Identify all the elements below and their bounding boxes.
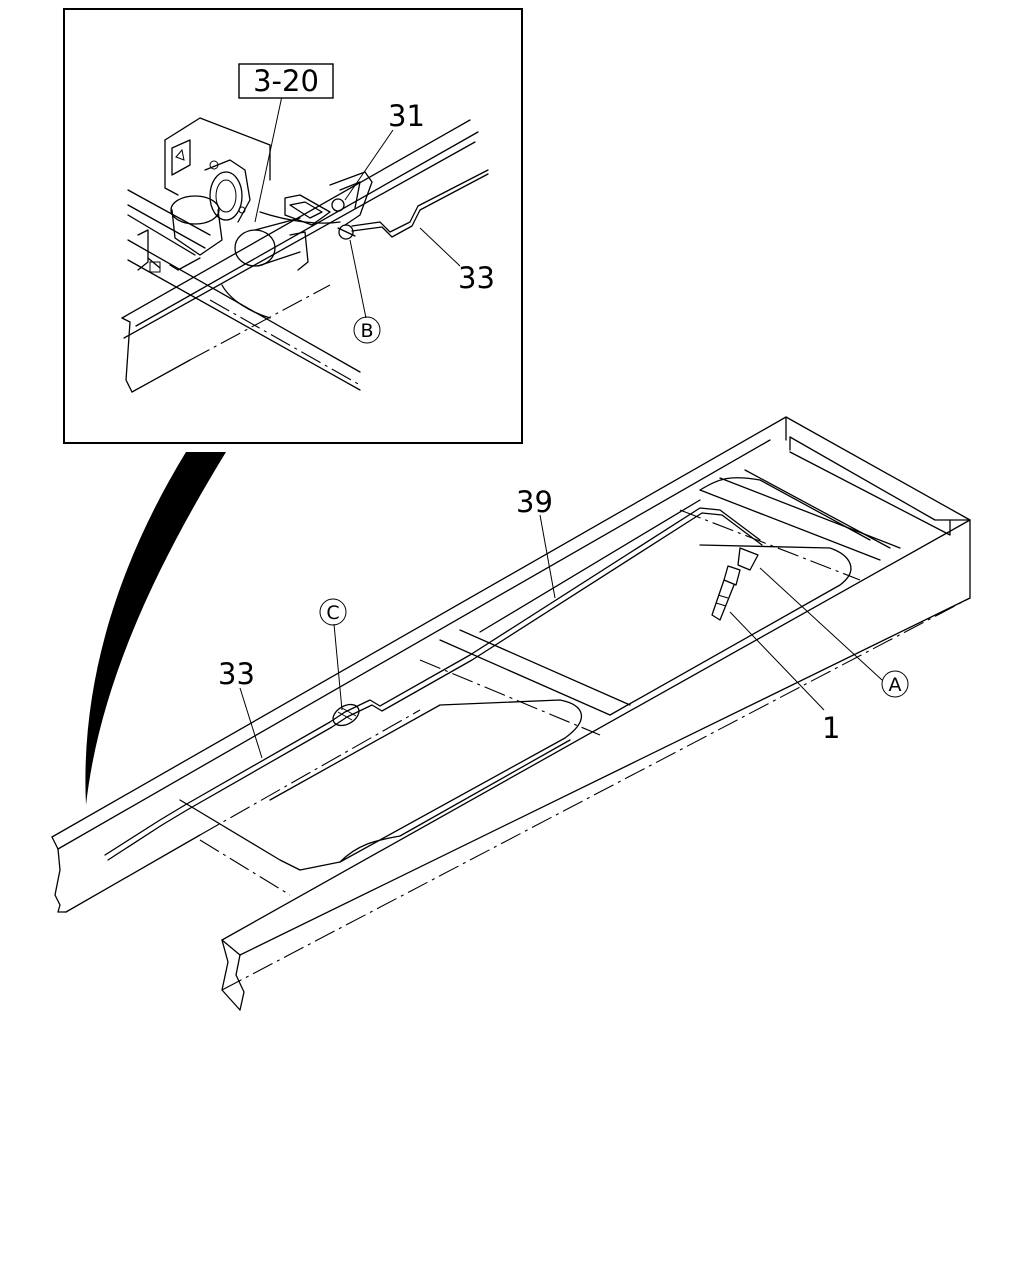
leader-A xyxy=(759,567,883,681)
part-1-valve xyxy=(711,547,759,621)
inset-frame-rail xyxy=(121,119,479,393)
callout-A: A xyxy=(889,674,902,696)
callout-B: B xyxy=(360,320,373,342)
ref-label-box xyxy=(238,63,334,99)
inset-leader-B xyxy=(349,239,367,319)
main-chassis-view: 39 33 C A 1 xyxy=(51,416,971,1011)
leader-C xyxy=(333,623,343,711)
callout-B-circle xyxy=(353,316,381,344)
leader-1 xyxy=(729,611,825,711)
zoom-wedge xyxy=(85,452,226,805)
callout-A-circle xyxy=(881,670,909,698)
inset-detail-view: 3-20 31 33 B xyxy=(63,8,523,444)
inset-leader-31 xyxy=(344,129,394,201)
leader-33-main xyxy=(239,687,263,759)
inset-leader-33 xyxy=(419,227,461,267)
callout-31-inset: 31 xyxy=(388,99,425,133)
leader-39 xyxy=(539,514,556,599)
inset-leader-3-20 xyxy=(254,95,283,223)
callout-C-circle xyxy=(319,598,347,626)
callout-39: 39 xyxy=(516,485,553,519)
line-route xyxy=(104,507,763,861)
chassis-frame xyxy=(51,416,971,1011)
inset-bracket-and-line xyxy=(259,169,489,240)
ref-label: 3-20 xyxy=(253,64,319,98)
callout-1: 1 xyxy=(822,711,840,745)
callout-33-inset: 33 xyxy=(458,261,495,295)
callout-C: C xyxy=(326,602,339,624)
callout-33-main: 33 xyxy=(218,657,255,691)
